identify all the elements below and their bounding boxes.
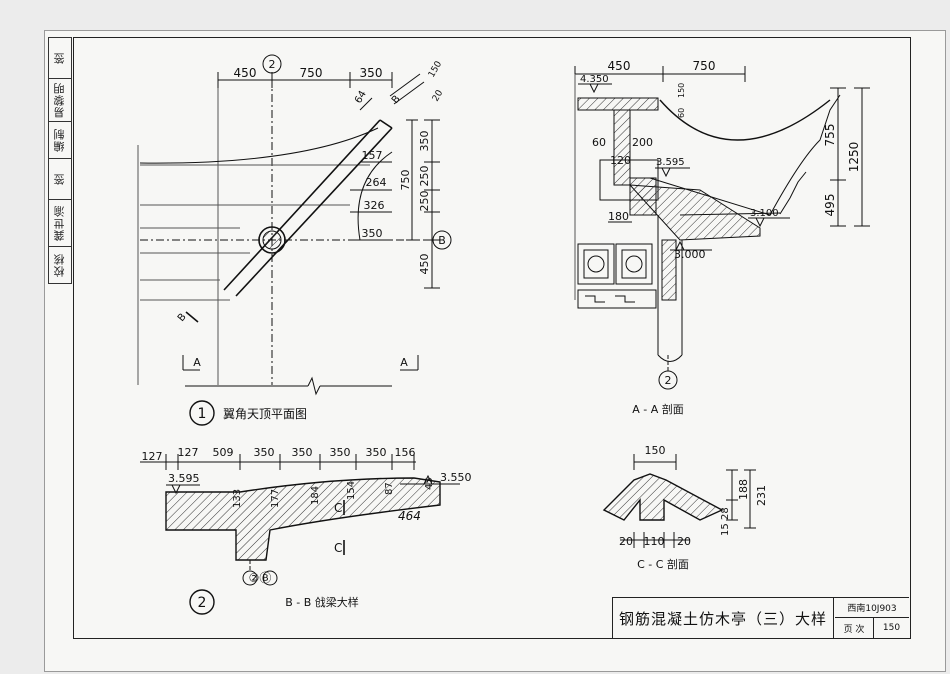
bb-number: 2 — [198, 595, 207, 611]
plan-step-width-3: 326 — [364, 199, 385, 212]
bb-dim-top-1: 127 — [142, 450, 163, 463]
plan-section-a-left: A — [193, 356, 201, 369]
bb-title: B - B 戗梁大样 — [285, 595, 359, 609]
reviewer-name-cell: 龚世渝 — [49, 200, 71, 247]
cc-dim-top: 150 — [645, 444, 666, 457]
bb-height-2: 177 — [270, 489, 281, 508]
bb-dim-top-5: 350 — [292, 446, 313, 459]
bb-dim-top-7: 350 — [366, 446, 387, 459]
aa-dim-right-1: 755 — [823, 124, 837, 147]
bb-axes-label: ②Ⓑ — [249, 571, 272, 585]
plan-view-number: 1 — [198, 406, 207, 422]
section-cc — [602, 454, 756, 548]
plan-section-a-right: A — [400, 356, 408, 369]
aa-small-dim-1: 150 — [677, 83, 686, 98]
bb-dim-top-3: 509 — [213, 446, 234, 459]
bb-elev-right: 3.550 — [440, 471, 472, 484]
aa-elev-top: 4.350 — [580, 74, 609, 85]
plan-axis-b-label: B — [438, 234, 446, 247]
plan-dim-top-1: 450 — [234, 66, 257, 80]
cc-title: C - C 剖面 — [637, 557, 689, 571]
aa-title: A - A 剖面 — [632, 402, 684, 416]
bb-height-1: 133 — [232, 489, 243, 508]
bb-dim-464: 464 — [398, 509, 421, 523]
plan-dim-top-2: 750 — [300, 66, 323, 80]
aa-dim-180: 180 — [608, 210, 629, 223]
bb-dim-top-4: 350 — [254, 446, 275, 459]
plan-dim-right-2: 250 — [418, 166, 431, 187]
drawing-sheet — [44, 30, 946, 672]
bb-height-3: 184 — [310, 486, 321, 505]
section-bb — [140, 454, 460, 615]
cc-dim-right-3: 188 — [737, 479, 750, 500]
compiler-name-cell: 易黎明 — [49, 79, 71, 122]
compile-signature-cell: 签 — [49, 38, 71, 79]
aa-small-dim-2: 60 — [677, 108, 686, 118]
plan-dim-diag-1: 150 — [427, 59, 444, 79]
plan-dim-right-5: 450 — [418, 254, 431, 275]
plan-dim-right-4: 750 — [399, 170, 412, 191]
plan-dim-right-1: 350 — [418, 131, 431, 152]
plan-step-width-4: 350 — [362, 227, 383, 240]
title-block: 钢筋混凝土仿木亭（三）大样 西南10J903 页 次 150 — [612, 597, 909, 638]
bb-dim-top-2: 127 — [178, 446, 199, 459]
section-aa — [574, 66, 870, 390]
bb-height-4: 154 — [346, 481, 357, 500]
aa-dim-right-2: 495 — [823, 194, 837, 217]
plan-axis-2-label: 2 — [269, 58, 276, 71]
aa-dim-200: 200 — [632, 136, 653, 149]
bb-section-c-bottom: C — [334, 541, 342, 555]
cc-dim-right-1: 28 — [720, 507, 731, 520]
cc-dim-bottom-2: 110 — [644, 535, 665, 548]
aa-dim-60: 60 — [592, 136, 606, 149]
aa-dim-top-2: 750 — [693, 59, 716, 73]
section-bb-labels: 127 127 509 350 350 350 350 156 133 177 … — [142, 446, 472, 611]
section-cc-labels: 150 20 110 20 28 15 188 231 C - C 剖面 — [619, 444, 768, 571]
cc-dim-right-4: 231 — [755, 485, 768, 506]
plan-dim-top-3: 350 — [360, 66, 383, 80]
cc-dim-bottom-1: 20 — [619, 535, 633, 548]
page-number: 150 — [882, 623, 901, 633]
plan-step-width-1: 157 — [362, 149, 383, 162]
cc-dim-bottom-3: 20 — [677, 535, 691, 548]
drawing-frame — [73, 37, 911, 639]
aa-axis-2-label: 2 — [665, 374, 672, 387]
aa-dim-top-1: 450 — [608, 59, 631, 73]
section-aa-labels: 450 750 150 60 4.350 3.595 3.000 3.100 6… — [580, 59, 861, 416]
aa-dim-120: 120 — [610, 154, 631, 167]
plan-dim-right-3: 250 — [418, 191, 431, 212]
review-signature-cell: 签 — [49, 159, 71, 200]
plan-section-b-top: B — [390, 93, 403, 105]
plan-view-labels: 2 B 450 750 350 350 250 250 750 450 157 … — [176, 58, 446, 422]
page-label: 页 次 — [835, 618, 874, 638]
aa-elev-eave: 3.100 — [750, 208, 779, 219]
signature-column: 签 易黎明 编制 签 龚世渝 校核 — [48, 37, 72, 284]
aa-elev-mid: 3.595 — [656, 157, 685, 168]
plan-view — [137, 54, 452, 426]
plan-dim-diag-2: 20 — [431, 88, 446, 103]
atlas-code: 西南10J903 — [835, 598, 909, 618]
bb-dim-top-8: 156 — [395, 446, 416, 459]
aa-elev-bottom: 3.000 — [674, 248, 706, 261]
bb-height-5: 87 — [384, 482, 395, 495]
drawing-title: 钢筋混凝土仿木亭（三）大样 — [613, 598, 834, 638]
aa-dim-right-3: 1250 — [847, 142, 861, 173]
bb-section-c-top: C — [334, 501, 342, 515]
plan-step-width-2: 264 — [366, 176, 387, 189]
bb-height-6: 45 — [424, 477, 435, 490]
plan-view-title: 翼角天顶平面图 — [223, 407, 307, 421]
bb-elev-left: 3.595 — [168, 472, 200, 485]
bb-dim-top-6: 350 — [330, 446, 351, 459]
cc-dim-right-2: 15 — [720, 523, 731, 536]
compile-label-cell: 编制 — [49, 122, 71, 159]
